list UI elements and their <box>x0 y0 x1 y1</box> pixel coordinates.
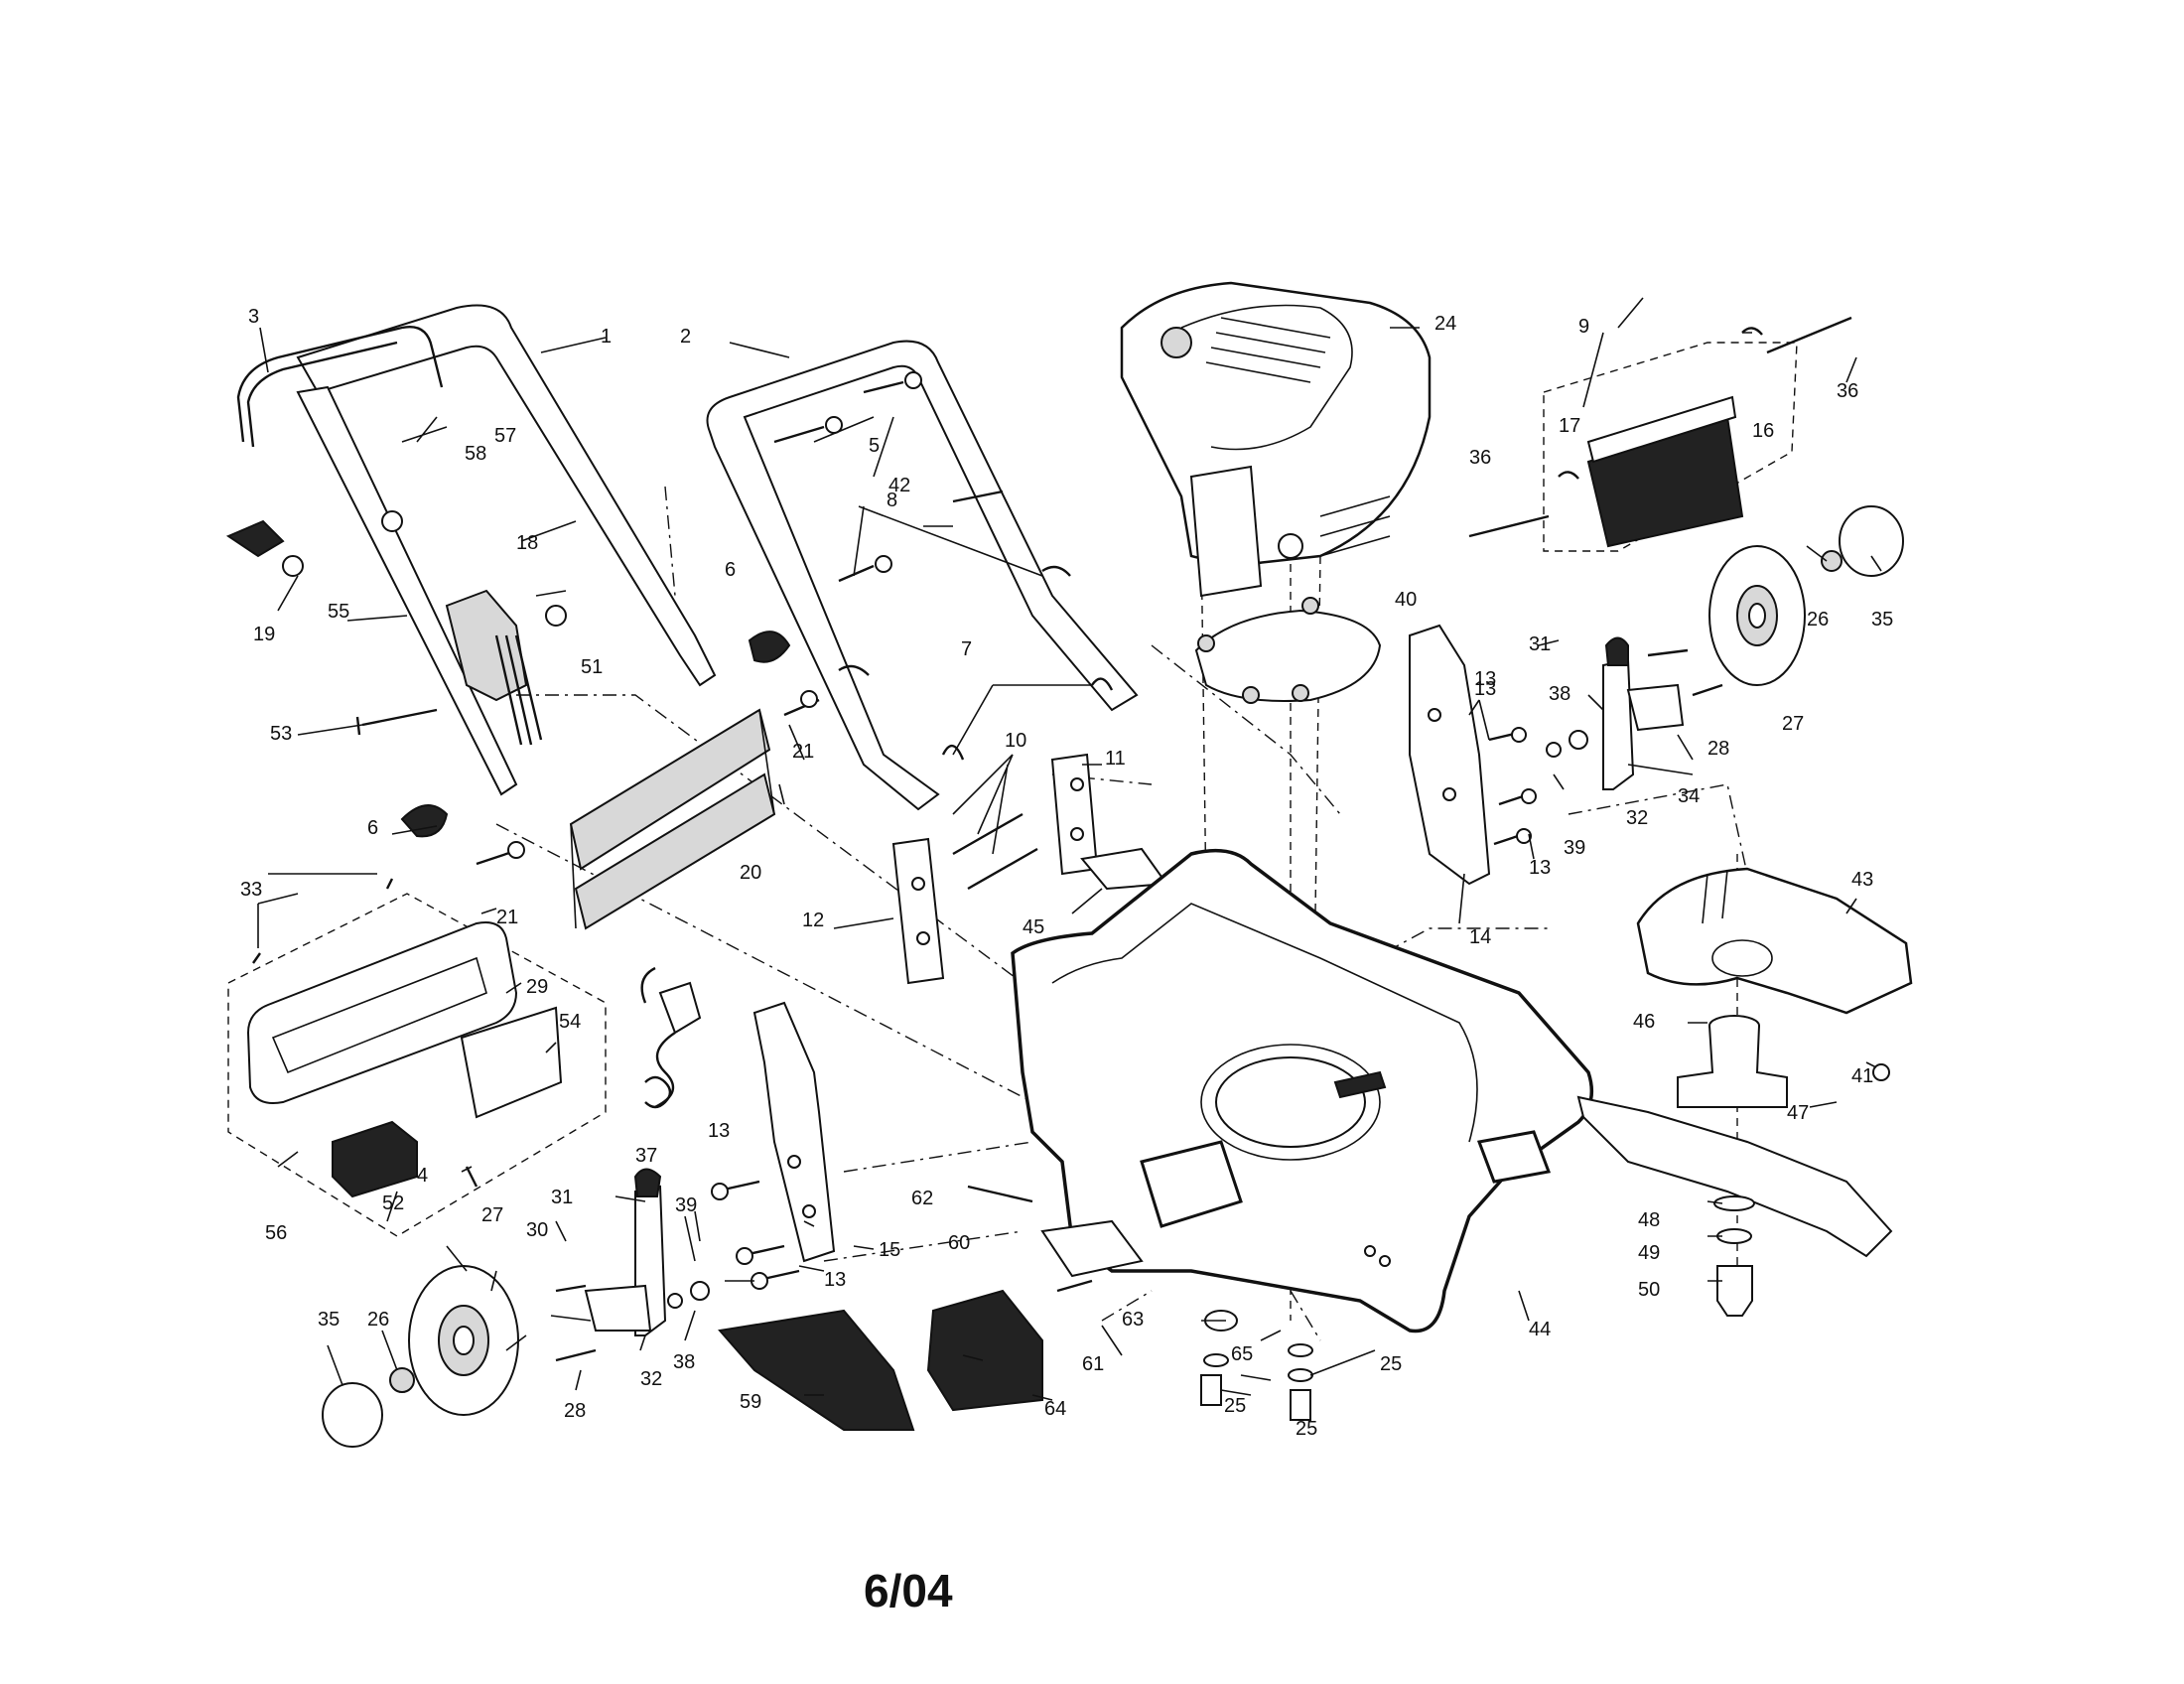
part-label: 62 <box>911 1188 933 1209</box>
part-label: 3 <box>248 306 259 328</box>
part-label: 17 <box>1559 415 1580 437</box>
rear-flap <box>569 708 776 930</box>
part-label: 39 <box>675 1194 697 1216</box>
part-label: 5 <box>869 435 880 457</box>
engine <box>1120 281 1432 598</box>
part-label: 33 <box>240 879 262 901</box>
part-label: 6 <box>367 817 378 839</box>
part-label: 37 <box>635 1145 657 1167</box>
left-height-adjuster <box>711 1001 836 1290</box>
hinge-plates <box>891 753 1168 985</box>
part-label: 25 <box>1296 1418 1317 1440</box>
part-label: 26 <box>1807 609 1829 631</box>
part-label: 48 <box>1638 1209 1660 1231</box>
part-label: 41 <box>1851 1065 1873 1087</box>
part-label: 25 <box>1224 1395 1246 1417</box>
discharge-parts <box>718 1185 1313 1431</box>
part-label: 38 <box>1549 683 1570 705</box>
part-label: 13 <box>1474 678 1496 700</box>
part-label: 47 <box>1787 1102 1809 1124</box>
battery-kit <box>227 878 607 1237</box>
part-label: 55 <box>328 601 349 623</box>
part-label: 54 <box>559 1011 581 1033</box>
part-label: 21 <box>792 741 814 763</box>
right-wheel-assembly <box>1546 505 1904 790</box>
part-label: 1 <box>601 326 612 348</box>
part-label: 52 <box>382 1193 404 1214</box>
part-label: 27 <box>1782 713 1804 735</box>
part-label: 36 <box>1837 380 1858 402</box>
part-label: 35 <box>1871 609 1893 631</box>
gasket <box>1194 597 1382 704</box>
part-label: 16 <box>1752 420 1774 442</box>
part-label: 26 <box>367 1309 389 1331</box>
part-label: 7 <box>961 638 972 660</box>
part-label: 35 <box>318 1309 340 1331</box>
part-label: 51 <box>581 656 603 678</box>
mulch-plug-kit <box>1468 316 1852 552</box>
part-label: 14 <box>1469 926 1491 948</box>
part-label: 21 <box>496 907 518 928</box>
part-label: 6 <box>725 559 736 581</box>
part-label: 11 <box>1105 748 1126 770</box>
left-wheel-assembly <box>322 1168 710 1448</box>
part-label: 38 <box>673 1351 695 1373</box>
revision-date: 6/04 <box>864 1565 953 1616</box>
blade-assembly <box>1576 867 1913 1317</box>
upper-handle-assembly <box>225 304 1139 866</box>
part-label: 50 <box>1638 1279 1660 1301</box>
part-label: 28 <box>564 1400 586 1422</box>
part-label: 46 <box>1633 1011 1655 1033</box>
part-label: 4 <box>417 1165 428 1187</box>
part-label: 49 <box>1638 1242 1660 1264</box>
part-label: 18 <box>516 532 538 554</box>
part-label: 61 <box>1082 1353 1104 1375</box>
part-label: 13 <box>1529 857 1551 879</box>
part-label: 53 <box>270 723 292 745</box>
part-label: 24 <box>1434 313 1456 335</box>
part-label: 40 <box>1395 589 1417 611</box>
part-label: 36 <box>1469 447 1491 469</box>
part-label: 42 <box>888 475 910 496</box>
part-label: 65 <box>1231 1343 1253 1365</box>
part-label: 34 <box>1678 785 1700 807</box>
part-label: 13 <box>708 1120 730 1142</box>
part-label: 13 <box>824 1269 846 1291</box>
part-label: 20 <box>740 862 761 884</box>
part-label: 59 <box>740 1391 761 1413</box>
part-label: 58 <box>465 443 486 465</box>
part-label: 39 <box>1564 837 1585 859</box>
part-label: 45 <box>1023 916 1044 938</box>
leader-lines <box>257 297 1882 1401</box>
part-number-labels: 1 2 3 4 5 6 6 7 8 9 10 11 12 13 13 13 13… <box>240 306 1893 1440</box>
part-label: 27 <box>481 1204 503 1226</box>
part-label: 10 <box>1005 730 1026 752</box>
part-label: 15 <box>879 1239 900 1261</box>
part-label: 57 <box>494 425 516 447</box>
charger <box>640 966 702 1109</box>
part-label: 30 <box>526 1219 548 1241</box>
part-label: 9 <box>1578 316 1589 338</box>
part-label: 43 <box>1851 869 1873 891</box>
part-label: 64 <box>1044 1398 1066 1420</box>
mower-deck <box>1011 848 1594 1333</box>
part-label: 2 <box>680 326 691 348</box>
part-label: 63 <box>1122 1309 1144 1331</box>
part-label: 8 <box>887 490 897 511</box>
part-label: 56 <box>265 1222 287 1244</box>
part-label: 44 <box>1529 1319 1551 1340</box>
part-label: 32 <box>640 1368 662 1390</box>
part-label: 29 <box>526 976 548 998</box>
part-label: 28 <box>1707 738 1729 760</box>
part-label: 60 <box>948 1232 970 1254</box>
part-label: 13 <box>1474 668 1496 690</box>
part-label: 12 <box>802 910 824 931</box>
part-label: 31 <box>551 1187 573 1208</box>
part-label: 31 <box>1529 633 1551 655</box>
part-label: 25 <box>1380 1353 1402 1375</box>
part-label: 19 <box>253 624 275 645</box>
part-label: 32 <box>1626 807 1648 829</box>
right-height-adjuster <box>1409 624 1537 886</box>
